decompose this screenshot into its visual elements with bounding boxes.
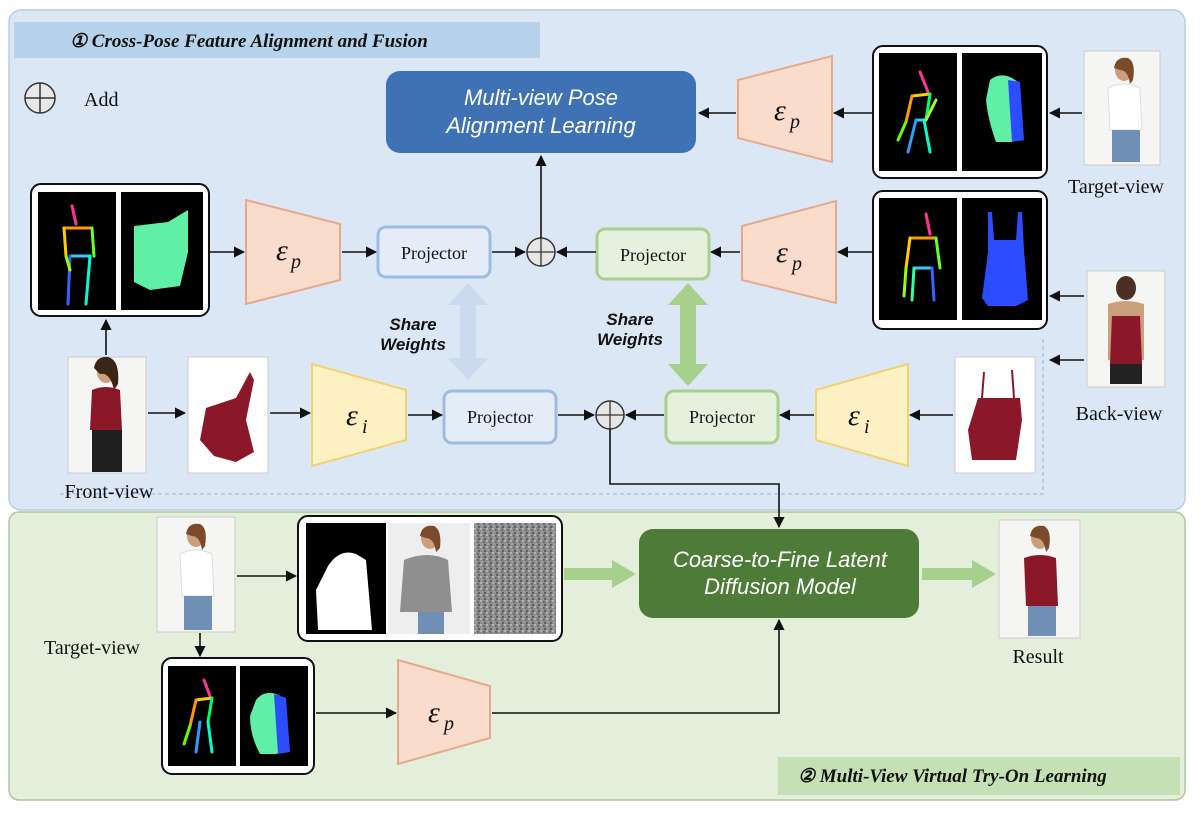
ldm-box (639, 529, 919, 618)
share-weights-right-line1: Share (606, 310, 653, 329)
front-garment-photo (187, 356, 269, 474)
stage1-title-bar (14, 22, 540, 58)
target-view-photo (1083, 50, 1161, 166)
share-weights-left-line1: Share (389, 315, 436, 334)
target-view-label: Target-view (1068, 176, 1165, 198)
svg-text:p: p (790, 253, 802, 275)
svg-text:ε: ε (774, 94, 786, 127)
projector-front-pose: Projector (376, 225, 492, 279)
svg-text:p: p (442, 713, 454, 735)
ldm-line1: Coarse-to-Fine Latent (673, 547, 888, 572)
add-node-image (595, 400, 625, 430)
front-view-photo (67, 356, 147, 474)
add-node-pose (526, 237, 556, 267)
mvpal-line2: Alignment Learning (444, 113, 636, 138)
back-garment-photo (954, 356, 1036, 474)
svg-text:ε: ε (776, 236, 788, 269)
mvpal-line1: Multi-view Pose (464, 85, 618, 110)
back-view-label: Back-view (1076, 403, 1163, 425)
svg-text:i: i (864, 416, 870, 438)
stage2-title: ② Multi-View Virtual Try-On Learning (798, 766, 1107, 787)
projector-back-pose: Projector (595, 227, 711, 281)
svg-text:Projector: Projector (401, 243, 467, 263)
stage1-title: ① Cross-Pose Feature Alignment and Fusio… (70, 31, 428, 52)
share-weights-arrow-blue (448, 283, 488, 380)
svg-text:ε: ε (848, 399, 860, 432)
result-label: Result (1012, 646, 1064, 668)
ldm-line2: Diffusion Model (704, 574, 857, 599)
svg-text:ε: ε (276, 234, 288, 267)
target-pose-maps (872, 45, 1048, 179)
image-encoder-front: ε i (311, 362, 407, 468)
svg-text:Projector: Projector (467, 407, 533, 427)
stage2-title-bar (778, 757, 1180, 795)
svg-text:Projector: Projector (620, 245, 686, 265)
stage2-target-view-label: Target-view (44, 637, 141, 659)
projector-back-image: Projector (664, 389, 780, 445)
pose-encoder-stage2: ε p (397, 658, 491, 766)
svg-text:p: p (289, 251, 301, 273)
add-legend-icon (24, 82, 56, 114)
pose-encoder-front: ε p (245, 198, 341, 306)
result-photo (998, 519, 1081, 639)
green-flow-arrows (564, 560, 996, 588)
flow-arrows (100, 107, 1084, 719)
stage2-pose-maps (161, 657, 315, 775)
pose-encoder-target: ε p (737, 54, 833, 164)
back-view-photo (1086, 270, 1166, 388)
share-weights-arrow-green (668, 283, 708, 386)
dashed-boundary (60, 336, 1044, 495)
share-weights-left-line2: Weights (380, 335, 446, 354)
svg-text:ε: ε (346, 399, 358, 432)
stage2-inputs (297, 515, 563, 642)
add-legend-label: Add (84, 89, 118, 111)
share-weights-right-line2: Weights (597, 330, 663, 349)
mvpal-box (386, 71, 696, 153)
image-encoder-back: ε i (815, 362, 909, 468)
front-pose-maps (30, 183, 210, 317)
svg-text:p: p (788, 111, 800, 133)
svg-text:Projector: Projector (689, 407, 755, 427)
back-pose-maps (872, 190, 1048, 330)
front-view-label: Front-view (65, 481, 154, 503)
svg-text:ε: ε (428, 696, 440, 729)
svg-text:i: i (362, 416, 368, 438)
pose-encoder-back: ε p (741, 199, 837, 305)
projector-front-image: Projector (442, 389, 558, 445)
stage2-target-photo (156, 516, 236, 633)
